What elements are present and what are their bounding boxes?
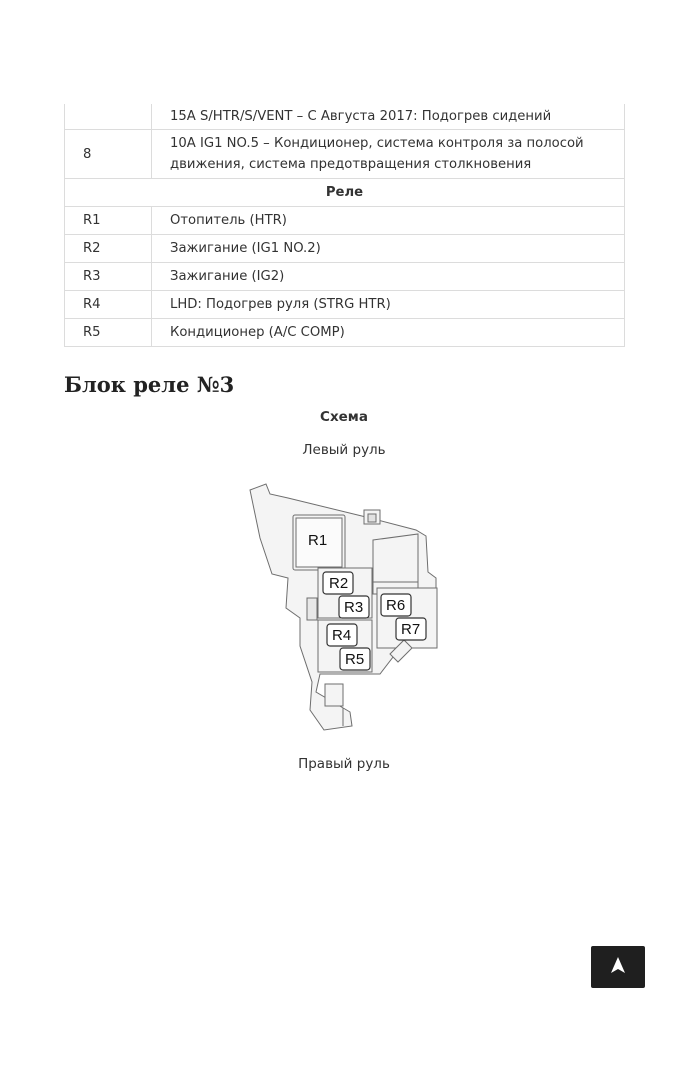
relay-label-r4: R4 <box>332 627 351 644</box>
table-row: R3 Зажигание (IG2) <box>64 262 625 291</box>
relay-id: R4 <box>64 290 152 319</box>
relay-label-r3: R3 <box>344 599 363 616</box>
relay-label-r1: R1 <box>308 532 327 549</box>
right-hand-drive-caption: Правый руль <box>298 756 390 772</box>
table-row: R4 LHD: Подогрев руля (STRG HTR) <box>64 290 625 319</box>
relay-label-r2: R2 <box>329 575 348 592</box>
section-title: Блок реле №3 <box>64 372 235 397</box>
table-row: 8 10A IG1 NO.5 – Кондиционер, система ко… <box>64 129 625 179</box>
relay-description: Отопитель (HTR) <box>151 206 625 235</box>
scroll-to-top-button[interactable] <box>591 946 645 988</box>
relay-label-r5: R5 <box>345 651 364 668</box>
relay-description: Кондиционер (A/C COMP) <box>151 318 625 347</box>
relay-block-svg: R1 R2 R3 R4 R5 R6 R7 <box>249 483 438 731</box>
relay-id: R5 <box>64 318 152 347</box>
table-cell-number: 8 <box>64 129 152 179</box>
relay-id: R1 <box>64 206 152 235</box>
table-row: R2 Зажигание (IG1 NO.2) <box>64 234 625 263</box>
table-row: R1 Отопитель (HTR) <box>64 206 625 235</box>
table-cell-description: 15A S/HTR/S/VENT – С Августа 2017: Подог… <box>151 104 625 130</box>
relay-label-r7: R7 <box>401 621 420 638</box>
table-row: R5 Кондиционер (A/C COMP) <box>64 318 625 347</box>
relay-description: LHD: Подогрев руля (STRG HTR) <box>151 290 625 319</box>
table-cell-number <box>64 104 152 130</box>
left-hand-drive-caption: Левый руль <box>302 442 386 458</box>
relay-id: R2 <box>64 234 152 263</box>
table-row: 15A S/HTR/S/VENT – С Августа 2017: Подог… <box>64 104 625 130</box>
relay-block-diagram: R1 R2 R3 R4 R5 R6 R7 <box>240 478 450 737</box>
relay-label-r6: R6 <box>386 597 405 614</box>
relay-id: R3 <box>64 262 152 291</box>
table-section-header: Реле <box>64 178 625 207</box>
relay-description: Зажигание (IG2) <box>151 262 625 291</box>
fuse-relay-table: 15A S/HTR/S/VENT – С Августа 2017: Подог… <box>64 104 625 347</box>
schema-caption: Схема <box>320 409 368 425</box>
table-section-row: Реле <box>64 178 625 207</box>
arrow-up-icon <box>610 956 626 978</box>
table-cell-description: 10A IG1 NO.5 – Кондиционер, система конт… <box>151 129 625 179</box>
relay-description: Зажигание (IG1 NO.2) <box>151 234 625 263</box>
